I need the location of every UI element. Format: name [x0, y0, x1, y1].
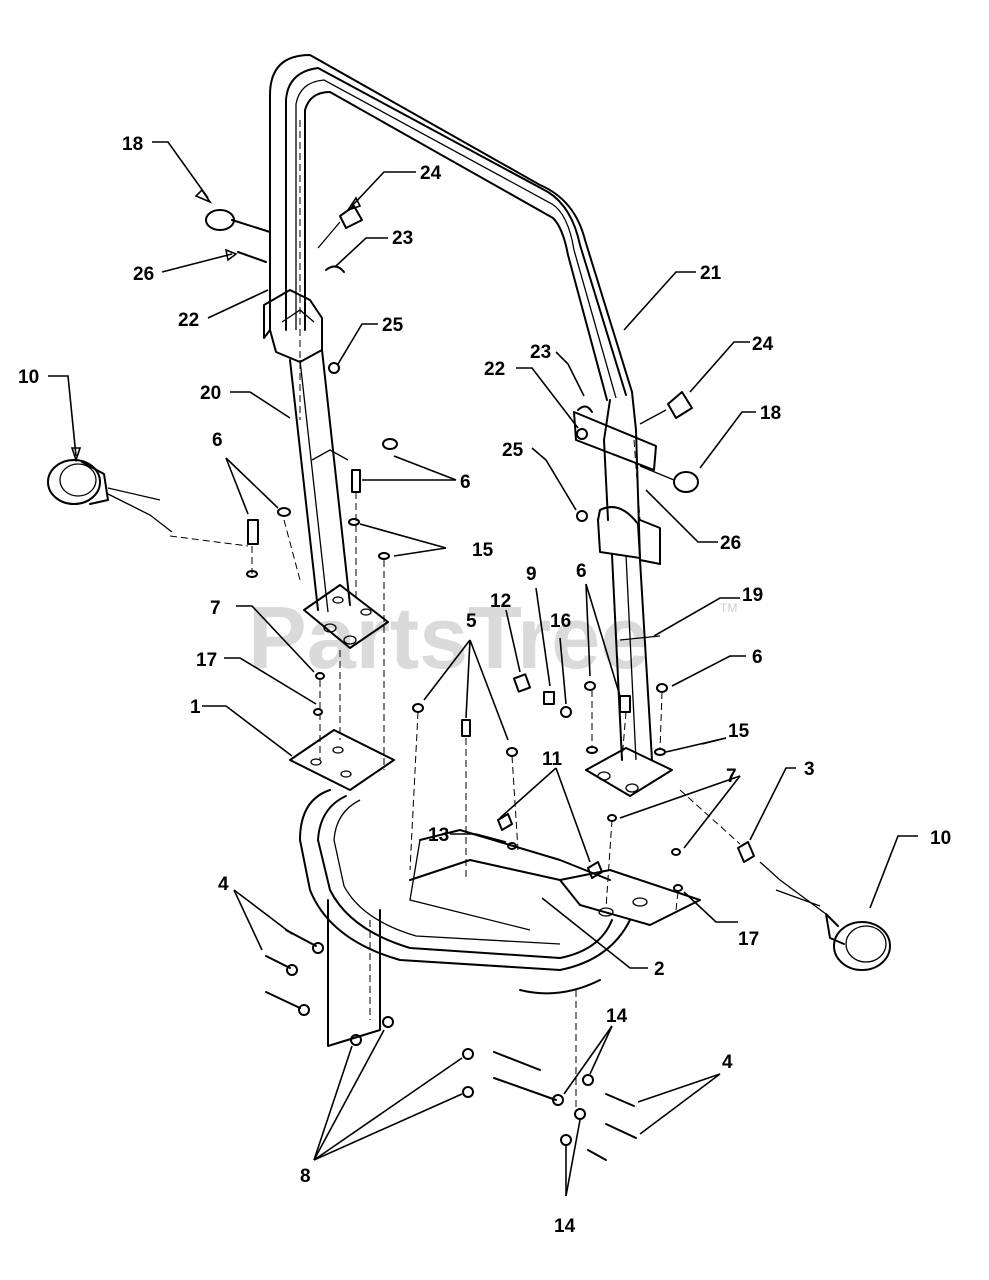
callout-21: 21	[700, 263, 722, 284]
callout-4: 4	[722, 1052, 733, 1073]
callout-22: 22	[484, 359, 505, 380]
callout-10: 10	[18, 367, 39, 388]
callout-25: 25	[382, 315, 404, 336]
callout-3: 3	[804, 759, 815, 780]
watermark-trademark: TM	[720, 601, 737, 615]
left-work-light	[47, 459, 173, 533]
callout-25: 25	[502, 440, 524, 461]
callout-18: 18	[122, 134, 143, 155]
callout-8: 8	[300, 1166, 311, 1187]
right-work-light	[737, 841, 891, 971]
callout-23: 23	[530, 342, 551, 363]
mounting-bracket-and-floor-pan	[289, 729, 701, 1047]
callout-labels: 18 24 26 23 22 25 21 10 20 23 22 24 18 6…	[18, 134, 951, 1237]
callout-26: 26	[720, 533, 741, 554]
callout-15: 15	[728, 721, 750, 742]
callout-18: 18	[760, 403, 781, 424]
callout-leader-lines	[48, 141, 918, 1197]
callout-7: 7	[210, 598, 221, 619]
callout-19: 19	[742, 585, 763, 606]
callout-6: 6	[460, 472, 471, 493]
callout-11: 11	[542, 749, 563, 770]
callout-14: 14	[606, 1006, 628, 1027]
callout-24: 24	[420, 163, 442, 184]
callout-13: 13	[428, 825, 449, 846]
callout-26: 26	[133, 264, 154, 285]
callout-1: 1	[190, 697, 201, 718]
callout-4: 4	[218, 874, 229, 895]
callout-24: 24	[752, 334, 774, 355]
callout-7: 7	[726, 766, 737, 787]
callout-5: 5	[466, 611, 477, 632]
callout-10: 10	[930, 828, 951, 849]
callout-22: 22	[178, 310, 199, 331]
callout-2: 2	[654, 959, 665, 980]
callout-15: 15	[472, 540, 494, 561]
callout-12: 12	[490, 591, 511, 612]
callout-6: 6	[212, 430, 223, 451]
callout-23: 23	[392, 228, 413, 249]
callout-6: 6	[576, 561, 587, 582]
callout-6: 6	[752, 647, 763, 668]
callout-16: 16	[550, 611, 571, 632]
callout-14: 14	[554, 1216, 576, 1237]
callout-9: 9	[526, 564, 537, 585]
callout-17: 17	[196, 650, 217, 671]
assembly-alignment-lines	[169, 120, 741, 1110]
callout-20: 20	[200, 383, 221, 404]
roll-bar-frame	[263, 54, 673, 797]
callout-17: 17	[738, 929, 759, 950]
parts-tree-watermark: PartsTree	[248, 588, 649, 687]
